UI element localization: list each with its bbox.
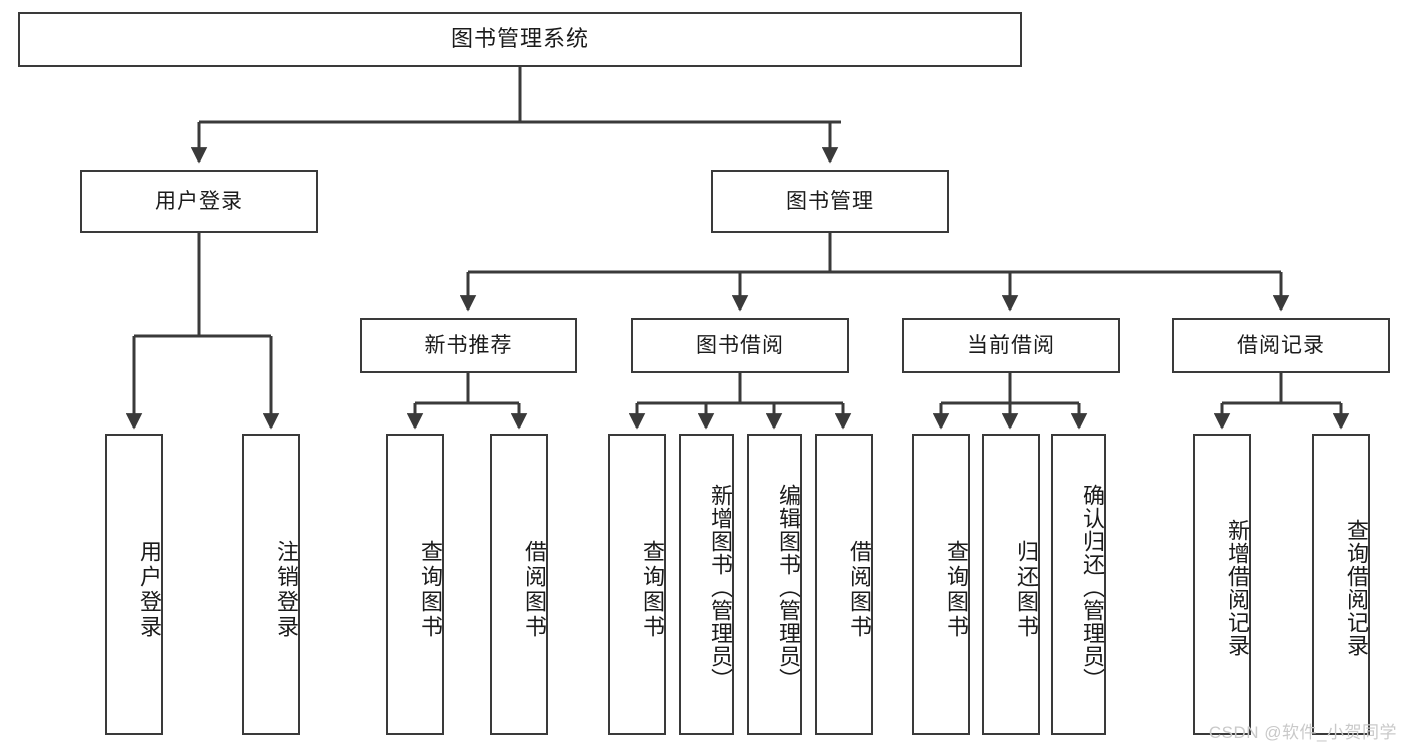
node-user-login[interactable]: 用户登录 <box>80 170 318 233</box>
leaf-query-book-recommendation[interactable]: 查询图书 <box>386 434 444 735</box>
leaf-add-book-admin[interactable]: 新增图书（管理员） <box>679 434 734 735</box>
leaf-borrow-book-borrowing[interactable]: 借阅图书 <box>815 434 873 735</box>
node-book-borrowing[interactable]: 图书借阅 <box>631 318 849 373</box>
leaf-add-borrow-record[interactable]: 新增借阅记录 <box>1193 434 1251 735</box>
leaf-user-login[interactable]: 用户登录 <box>105 434 163 735</box>
leaf-query-book-current[interactable]: 查询图书 <box>912 434 970 735</box>
node-borrowing-record[interactable]: 借阅记录 <box>1172 318 1390 373</box>
node-new-book-recommendation[interactable]: 新书推荐 <box>360 318 577 373</box>
leaf-query-book-borrowing[interactable]: 查询图书 <box>608 434 666 735</box>
csdn-watermark: CSDN @软件_小贺同学 <box>1208 723 1397 742</box>
leaf-edit-book-admin[interactable]: 编辑图书（管理员） <box>747 434 802 735</box>
leaf-query-borrow-record[interactable]: 查询借阅记录 <box>1312 434 1370 735</box>
node-root-book-management-system[interactable]: 图书管理系统 <box>18 12 1022 67</box>
leaf-borrow-book-recommendation[interactable]: 借阅图书 <box>490 434 548 735</box>
leaf-return-book[interactable]: 归还图书 <box>982 434 1040 735</box>
leaf-confirm-return-admin[interactable]: 确认归还（管理员） <box>1051 434 1106 735</box>
node-book-management[interactable]: 图书管理 <box>711 170 949 233</box>
node-current-borrowing[interactable]: 当前借阅 <box>902 318 1120 373</box>
leaf-user-logout[interactable]: 注销登录 <box>242 434 300 735</box>
